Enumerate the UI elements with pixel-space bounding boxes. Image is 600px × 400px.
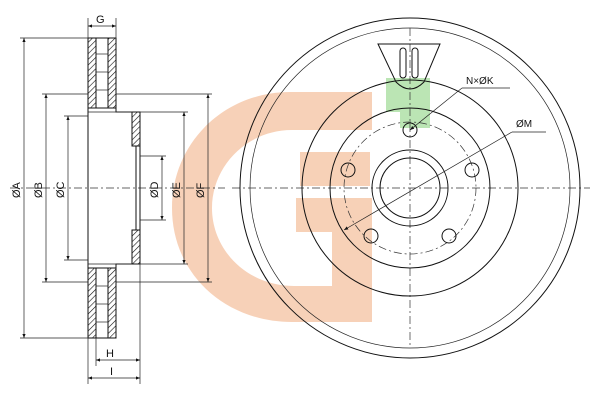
bottom-outer-plate — [87, 267, 97, 339]
label-diameter-a: ØA — [11, 181, 23, 198]
label-diameter-c: ØC — [55, 181, 67, 198]
side-section-view: G H I ØA ØB ØC ØD ØE ØF — [10, 14, 225, 384]
bolt-circle — [343, 121, 477, 255]
bolt-hole — [363, 228, 379, 244]
top-outer-plate — [87, 37, 97, 109]
bolt-hole — [340, 162, 356, 178]
bolt-hole — [464, 162, 480, 178]
watermark-orange-g — [172, 92, 372, 322]
bottom-inner-plate — [107, 267, 117, 339]
front-view: N×ØK ØM — [232, 17, 590, 359]
friction-ring-inner — [301, 79, 519, 297]
label-i: I — [110, 366, 113, 378]
label-diameter-b: ØB — [33, 182, 45, 198]
bolt-hole — [441, 228, 457, 244]
top-inner-plate — [107, 37, 117, 109]
label-diameter-d: ØD — [149, 181, 161, 198]
watermark-logo — [172, 78, 430, 322]
vent-slot — [411, 47, 419, 79]
label-h: H — [106, 348, 114, 360]
hat-face — [329, 107, 491, 269]
watermark-orange-bar — [300, 152, 370, 186]
watermark-green-shape — [386, 78, 430, 128]
label-bolt-holes: N×ØK — [466, 76, 494, 87]
hat-bottom — [131, 229, 141, 265]
center-bore — [379, 157, 441, 219]
bolt-hole — [402, 122, 418, 138]
vent-slot-cutout — [377, 43, 441, 90]
disc-outer-edge — [239, 17, 581, 359]
hat-top — [131, 111, 141, 147]
vent-slot — [399, 47, 407, 79]
center-bore-outer — [371, 149, 449, 227]
label-diameter-e: ØE — [171, 182, 183, 198]
label-diameter-m: ØM — [516, 119, 532, 130]
label-g: G — [96, 14, 105, 26]
disc-outer-chamfer — [249, 27, 571, 349]
label-diameter-f: ØF — [195, 182, 207, 198]
